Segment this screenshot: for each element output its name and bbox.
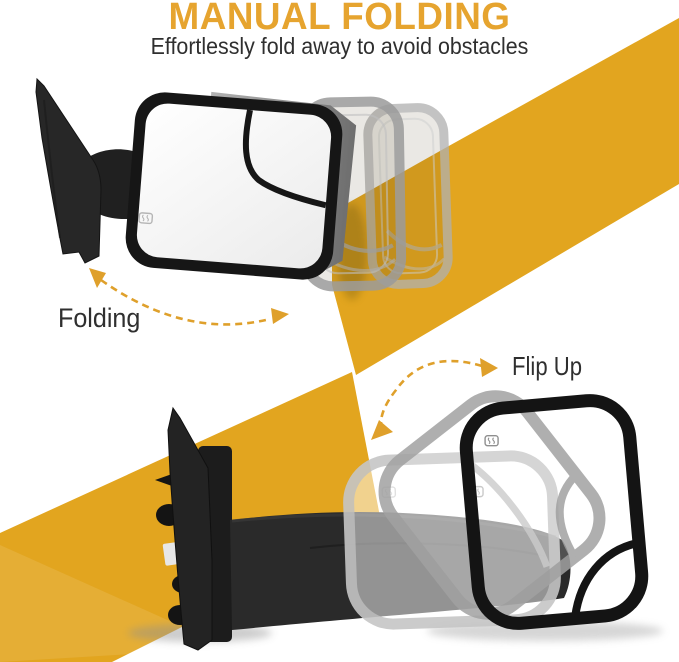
page-title: MANUAL FOLDING — [168, 0, 511, 38]
folding-arrowhead-left — [89, 268, 106, 288]
flipped-mirror-frame — [459, 394, 649, 630]
spotter-glass-divider — [242, 109, 327, 209]
bottom-mirror-sail-mount — [155, 406, 232, 651]
ghost-frame-flip-2 — [378, 390, 606, 620]
flip-up-arrow — [371, 358, 498, 440]
flip-up-label: Flip Up — [512, 351, 583, 381]
page-subtitle: Effortlessly fold away to avoid obstacle… — [150, 33, 529, 59]
flip-up-arrowhead-right — [480, 358, 498, 377]
top-mirror-head — [125, 91, 357, 280]
folding-arrowhead-right — [271, 308, 289, 324]
folding-label: Folding — [58, 303, 141, 333]
flip-up-arrowhead-bottom — [371, 420, 393, 440]
top-mirror-glass — [136, 103, 332, 269]
top-mirror-sail-mount — [35, 77, 102, 264]
folding-arrow — [89, 268, 289, 326]
ghost-frame-flip-1 — [343, 450, 561, 630]
